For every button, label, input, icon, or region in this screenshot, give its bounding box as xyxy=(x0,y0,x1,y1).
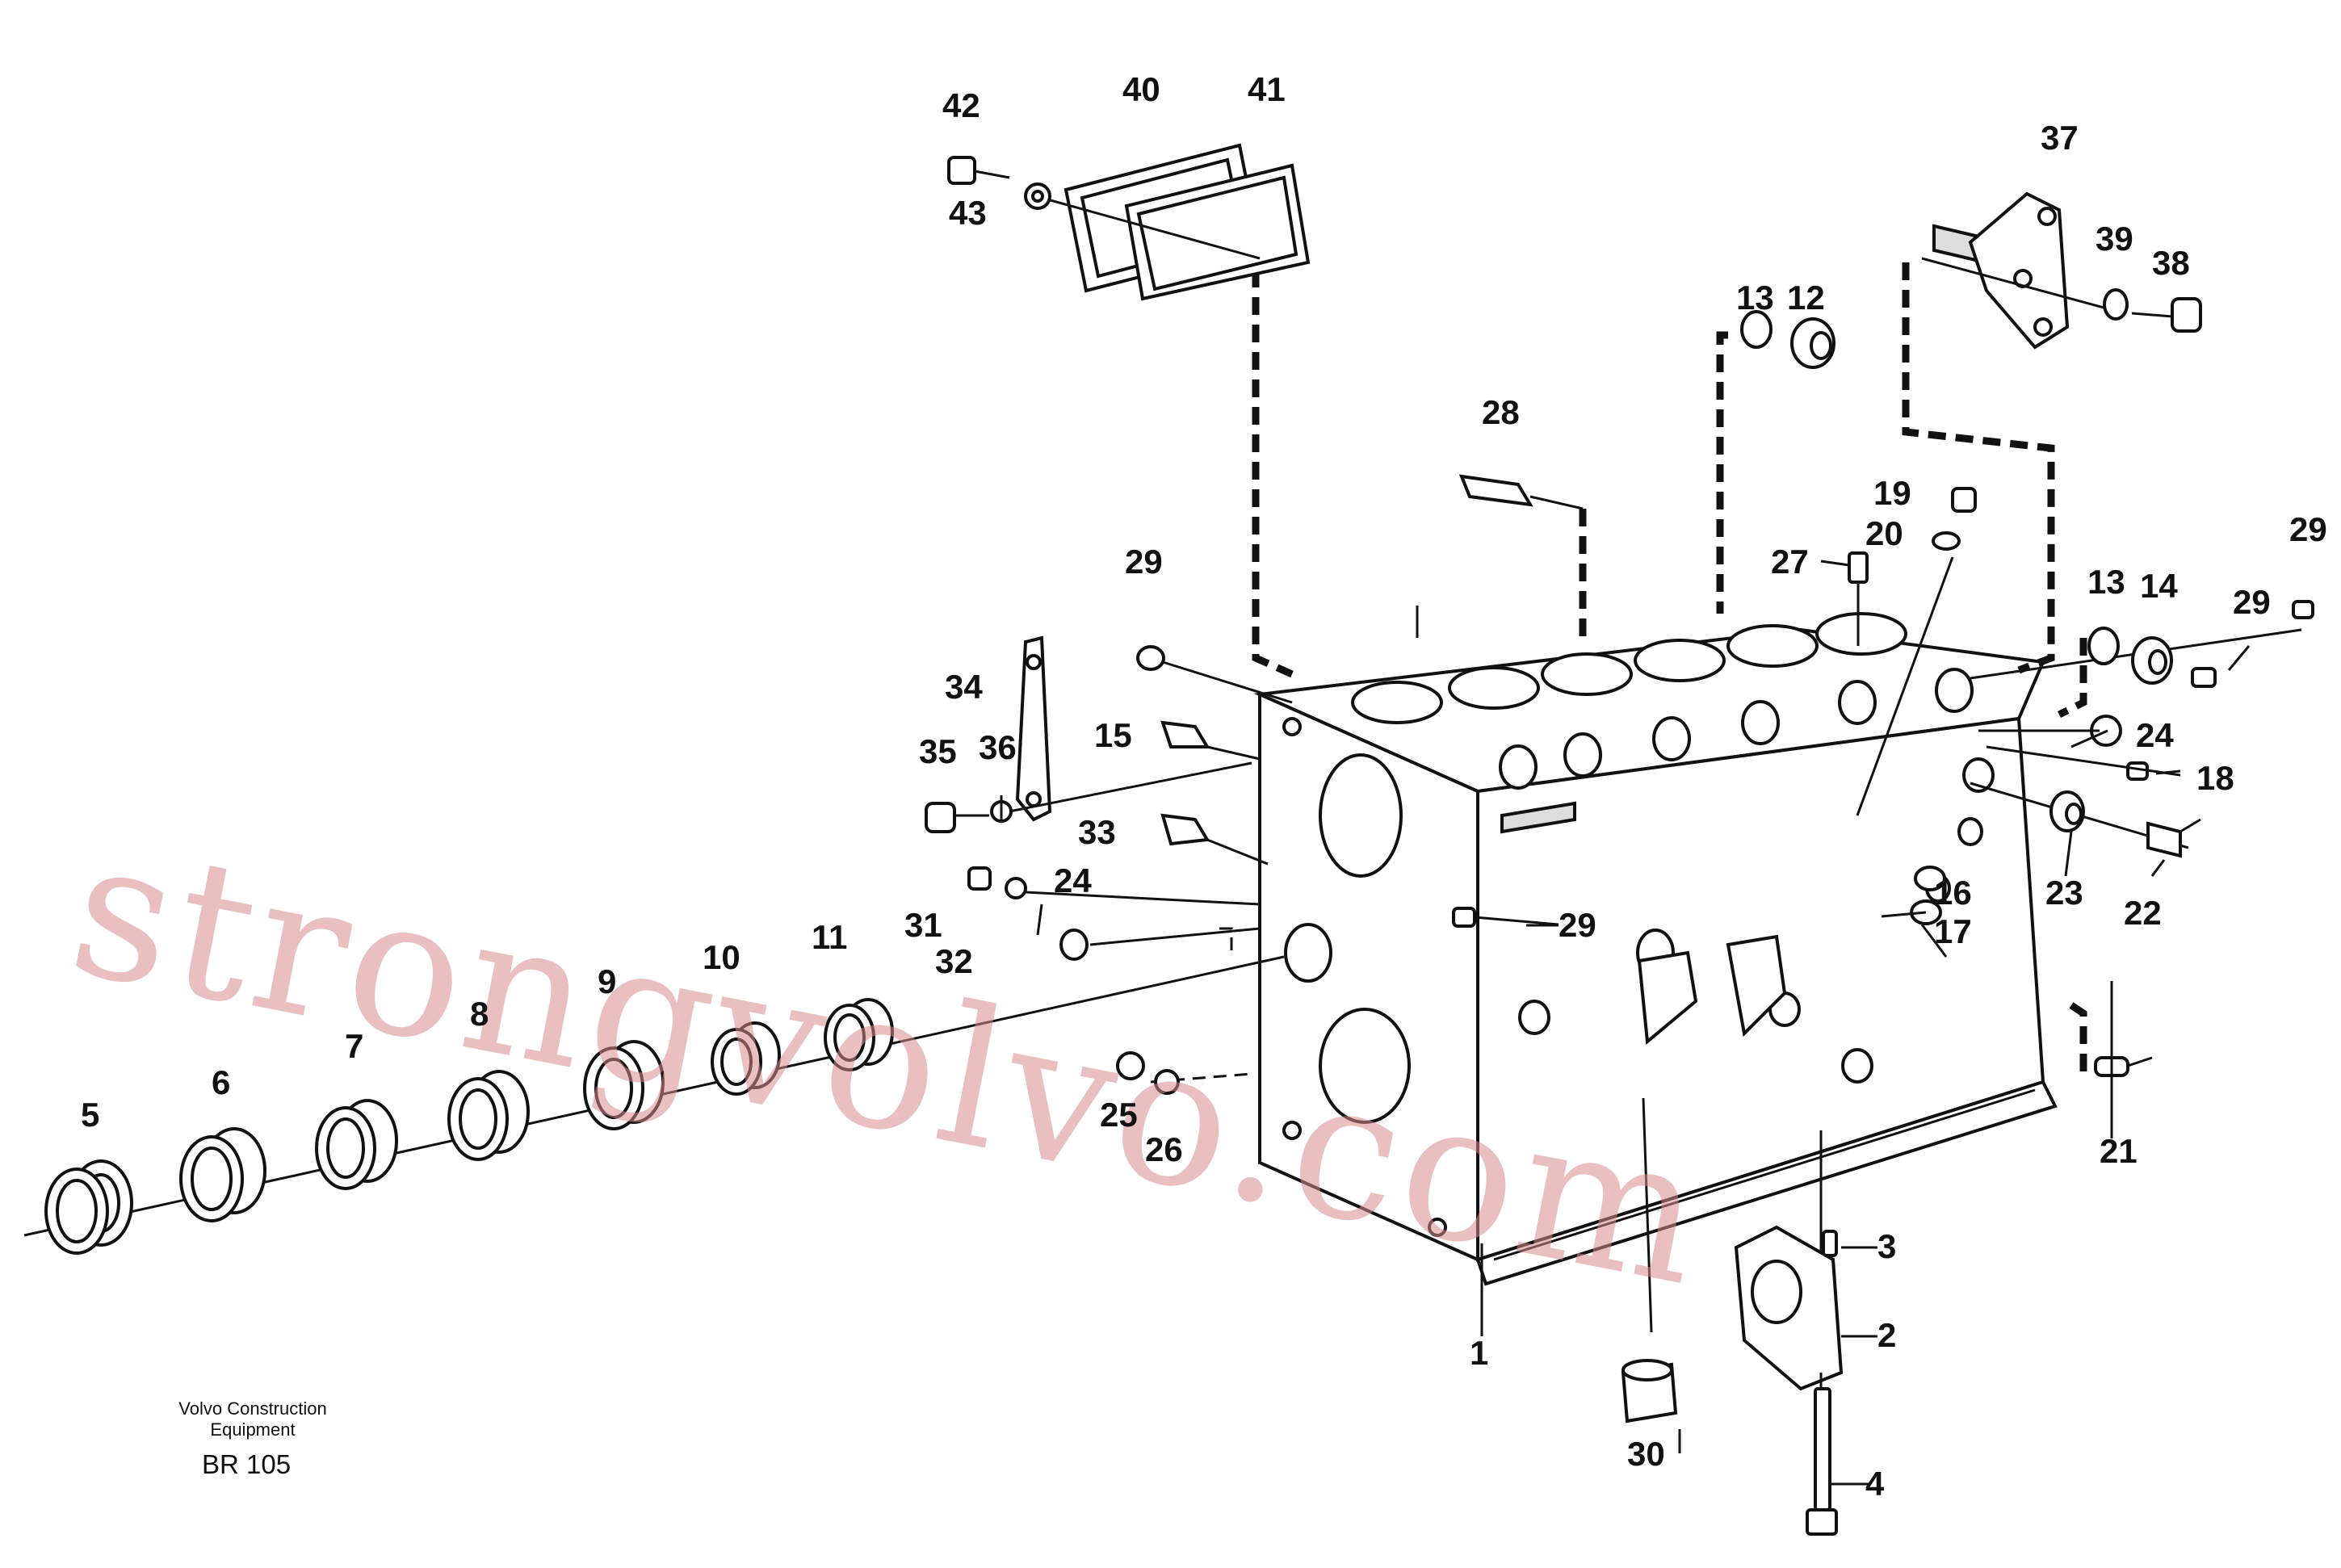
dowel-27 xyxy=(1848,551,1869,646)
callout-21: 21 xyxy=(2100,1132,2138,1170)
washer-43 xyxy=(1024,182,1051,210)
side-cover-assembly xyxy=(947,143,1311,301)
dowel-21 xyxy=(2094,1056,2153,1077)
callout-26: 26 xyxy=(1145,1130,1183,1168)
fitting-16-17 xyxy=(1881,866,1946,925)
sensor-28 xyxy=(1458,474,1584,510)
callout-29-left: 29 xyxy=(1125,543,1163,581)
bearing-11 xyxy=(824,998,894,1071)
callout-23: 23 xyxy=(2045,874,2083,912)
callout-15: 15 xyxy=(1094,716,1132,754)
plug-24-left xyxy=(1059,929,1089,961)
callout-22: 22 xyxy=(2124,894,2162,932)
callout-5: 5 xyxy=(81,1096,99,1134)
callout-32: 32 xyxy=(935,942,973,980)
callout-14: 14 xyxy=(2140,567,2178,605)
main-bearing-cap xyxy=(1734,1130,1844,1536)
washer-39 xyxy=(2103,288,2129,321)
callout-30: 30 xyxy=(1627,1435,1665,1473)
callout-12: 12 xyxy=(1787,279,1825,317)
callout-35: 35 xyxy=(919,732,957,770)
callout-25: 25 xyxy=(1100,1096,1138,1134)
fitting-29-mid xyxy=(1452,907,1559,928)
assembly-lines xyxy=(1150,242,2087,1084)
bearing-8 xyxy=(447,1070,530,1161)
engine-block xyxy=(1253,612,2058,1286)
right-side-fittings xyxy=(1970,600,2314,858)
callout-38: 38 xyxy=(2152,244,2190,282)
bearing-9 xyxy=(583,1040,665,1130)
callout-20: 20 xyxy=(1865,514,1903,552)
camshaft-bearing-set xyxy=(23,955,1285,1255)
callout-10: 10 xyxy=(703,938,740,976)
credit-block: Volvo Construction Equipment BR 105 xyxy=(178,1398,326,1479)
callout-29-right: 29 xyxy=(2233,583,2271,621)
callout-31: 31 xyxy=(904,906,942,944)
callout-13-right: 13 xyxy=(2087,563,2125,601)
callout-34: 34 xyxy=(945,668,983,706)
bearing-7 xyxy=(315,1099,398,1190)
callout-29-mid: 29 xyxy=(1559,906,1596,944)
callout-13-top: 13 xyxy=(1736,279,1774,317)
callout-16: 16 xyxy=(1934,874,1972,912)
callout-18: 18 xyxy=(2196,759,2234,797)
callout-37: 37 xyxy=(2041,119,2079,157)
callout-4: 4 xyxy=(1865,1465,1885,1503)
plug-12-13 xyxy=(1740,310,1835,369)
bearing-6 xyxy=(179,1127,266,1222)
callout-2: 2 xyxy=(1877,1316,1896,1354)
plug-30 xyxy=(1621,1097,1678,1423)
callout-28: 28 xyxy=(1482,393,1520,431)
fitting-25-26 xyxy=(1116,1051,1180,1095)
callout-19: 19 xyxy=(1873,474,1911,512)
callout-17: 17 xyxy=(1934,912,1972,950)
callout-42: 42 xyxy=(942,86,980,124)
callout-27: 27 xyxy=(1771,543,1809,581)
bolt-31 xyxy=(967,866,992,891)
callout-3: 3 xyxy=(1877,1227,1896,1265)
leader-lines xyxy=(1000,560,2251,1486)
credit-line-1: Volvo Construction xyxy=(178,1398,326,1419)
plug-19-20 xyxy=(1856,487,1977,816)
callout-36: 36 xyxy=(979,728,1017,766)
callout-24-right: 24 xyxy=(2136,716,2174,754)
bracket-assembly xyxy=(1921,191,2202,350)
bearing-10 xyxy=(711,1021,781,1096)
callout-33: 33 xyxy=(1078,813,1116,851)
callout-1: 1 xyxy=(1470,1334,1488,1372)
bolt-42 xyxy=(947,156,1010,185)
credit-line-2: Equipment xyxy=(210,1419,295,1440)
bolt-38 xyxy=(2131,297,2202,333)
callout-9: 9 xyxy=(598,962,616,1000)
callout-7: 7 xyxy=(345,1027,363,1065)
callout-40: 40 xyxy=(1122,70,1160,108)
callout-39: 39 xyxy=(2096,220,2133,258)
callout-11: 11 xyxy=(812,918,847,956)
callout-29-far: 29 xyxy=(2289,510,2327,548)
bolt-35 xyxy=(925,802,989,833)
callout-labels: 1 2 3 4 5 6 7 8 9 10 11 12 13 13 14 15 1… xyxy=(81,70,2327,1503)
callout-6: 6 xyxy=(212,1063,230,1101)
callout-43: 43 xyxy=(949,194,987,232)
callout-8: 8 xyxy=(470,995,489,1033)
callout-24-left: 24 xyxy=(1054,862,1092,899)
callout-41: 41 xyxy=(1248,70,1286,108)
figure-code: BR 105 xyxy=(202,1449,291,1479)
bearing-5 xyxy=(44,1159,133,1255)
left-side-fittings xyxy=(925,635,1559,1095)
